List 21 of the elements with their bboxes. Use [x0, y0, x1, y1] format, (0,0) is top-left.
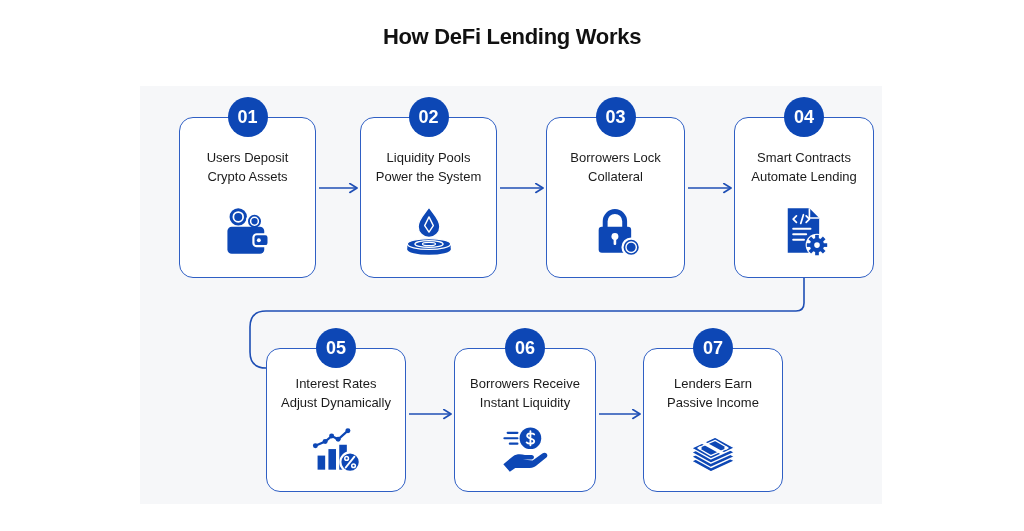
step-number: 04 — [784, 97, 824, 137]
step-title: Users Deposit Crypto Assets — [205, 149, 290, 186]
step-number: 02 — [408, 97, 449, 137]
step-number: 06 — [505, 328, 545, 368]
arrow — [598, 408, 641, 420]
step-number: 01 — [227, 97, 268, 137]
step-number: 07 — [693, 328, 733, 368]
step-title: Lenders Earn Passive Income — [666, 375, 760, 412]
connector-line — [249, 277, 805, 369]
diagram-title: How DeFi Lending Works — [382, 23, 642, 51]
step-title: Smart Contracts Automate Lending — [750, 149, 858, 186]
step-title: Borrowers Receive Instant Liquidity — [469, 375, 581, 412]
step-title: Borrowers Lock Collateral — [569, 149, 662, 186]
arrow — [408, 408, 452, 420]
step-title: Interest Rates Adjust Dynamically — [280, 375, 392, 412]
step-number: 05 — [316, 328, 356, 368]
arrow — [499, 182, 544, 194]
arrow — [687, 182, 732, 194]
step-title: Liquidity Pools Power the System — [374, 149, 483, 186]
step-number: 03 — [595, 97, 636, 137]
arrow — [318, 182, 358, 194]
